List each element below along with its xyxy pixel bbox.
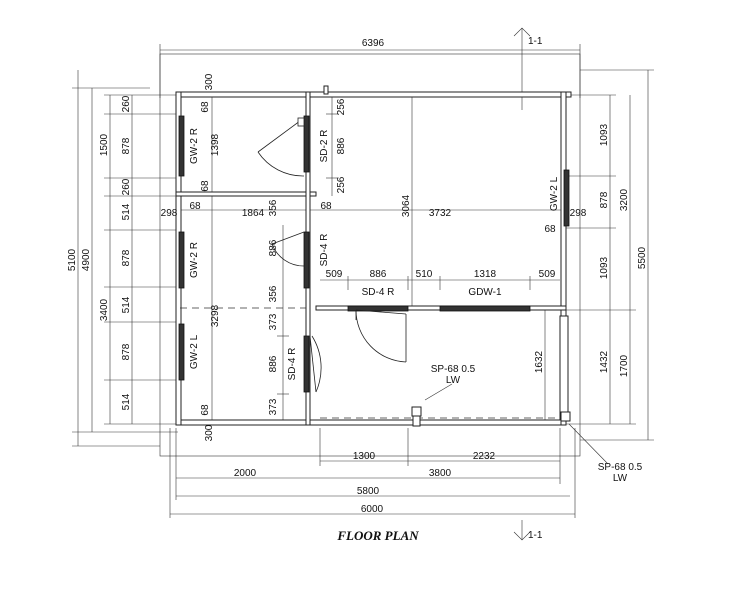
dim-300-top: 300 [204, 73, 215, 90]
label-lw-a: LW [446, 375, 461, 386]
dim-left-5100: 5100 [67, 248, 78, 271]
dim-3800: 3800 [429, 468, 452, 479]
dim-left-4900: 4900 [81, 248, 92, 271]
label-lw-b: LW [613, 473, 628, 484]
dim-356b: 356 [268, 285, 279, 302]
dim-68e: 68 [200, 404, 211, 416]
dim-2000: 2000 [234, 468, 257, 479]
dim-509b: 509 [539, 269, 556, 280]
sp68-post-a [411, 406, 422, 417]
label-sd2r: SD-2 R [319, 130, 330, 163]
label-sp68-a: SP-68 0.5 [431, 364, 476, 375]
dim-68f: 68 [544, 224, 556, 235]
element-labels: GW-2 R GW-2 R GW-2 L GW-2 L SD-2 R SD-4 … [189, 128, 643, 484]
support-posts [411, 383, 609, 465]
label-sd4r-c: SD-4 R [287, 348, 298, 381]
dim-3064: 3064 [401, 194, 412, 217]
dim-right-5500: 5500 [637, 246, 648, 269]
doors [257, 117, 407, 393]
drawing-title: FLOOR PLAN [336, 528, 419, 543]
dim-left-514b: 514 [121, 296, 132, 313]
label-gw2r-b: GW-2 R [189, 242, 200, 278]
window-sd4r-a [303, 231, 310, 289]
dim-top-6396: 6396 [362, 38, 385, 49]
dim-6000: 6000 [361, 504, 384, 515]
dim-left-260a: 260 [121, 95, 132, 112]
dim-68b: 68 [200, 180, 211, 192]
section-mark-top: 1-1 [528, 36, 543, 47]
dim-373a: 373 [268, 313, 279, 330]
dim-1300: 1300 [353, 451, 376, 462]
dim-298b: 298 [570, 208, 587, 219]
dim-1864: 1864 [242, 208, 265, 219]
dim-5800: 5800 [357, 486, 380, 497]
dim-right-1432: 1432 [599, 350, 610, 373]
dim-886b: 886 [268, 239, 279, 256]
label-sp68-b: SP-68 0.5 [598, 462, 643, 473]
dim-left-514a: 514 [121, 203, 132, 220]
dim-373b: 373 [268, 398, 279, 415]
dim-right-1093a: 1093 [599, 123, 610, 146]
window-gw2r-a [178, 115, 185, 177]
label-gw2l-a: GW-2 L [189, 334, 200, 369]
window-sd2r [303, 115, 310, 173]
dim-300-bot: 300 [204, 424, 215, 441]
dim-886a: 886 [336, 137, 347, 154]
dim-1398: 1398 [210, 133, 221, 156]
dim-left-1500: 1500 [99, 133, 110, 156]
window-sd4r-c [303, 335, 310, 393]
dim-left-878a: 878 [121, 137, 132, 154]
label-sd4r-b: SD-4 R [362, 287, 395, 298]
sp68-post-b [560, 411, 571, 422]
dim-356a: 356 [268, 199, 279, 216]
label-gdw1: GDW-1 [468, 287, 502, 298]
label-gw2r-a: GW-2 R [189, 128, 200, 164]
dim-510: 510 [416, 269, 433, 280]
dim-886d: 886 [268, 355, 279, 372]
dim-left-3400: 3400 [99, 298, 110, 321]
dim-2232: 2232 [473, 451, 496, 462]
window-gw2l-a [178, 323, 185, 381]
dim-right-3200: 3200 [619, 188, 630, 211]
dim-right-1700: 1700 [619, 354, 630, 377]
dim-left-260b: 260 [121, 178, 132, 195]
dim-298a: 298 [161, 208, 178, 219]
dim-right-878: 878 [599, 191, 610, 208]
dim-509a: 509 [326, 269, 343, 280]
dim-256a: 256 [336, 98, 347, 115]
label-gw2l-b: GW-2 L [549, 176, 560, 211]
dim-1318: 1318 [474, 269, 497, 280]
label-sd4r-a: SD-4 R [319, 234, 330, 267]
dim-886c: 886 [370, 269, 387, 280]
dim-256b: 256 [336, 176, 347, 193]
window-gw2l-b [563, 169, 570, 227]
dim-left-878c: 878 [121, 343, 132, 360]
dimension-texts: 6396 1-1 1-1 1300 2232 2000 3800 5800 60… [67, 36, 648, 541]
window-sd4r-b [347, 305, 409, 312]
window-gw2r-b [178, 231, 185, 289]
dim-3298: 3298 [210, 304, 221, 327]
dimension-lines [72, 27, 654, 541]
dim-left-514c: 514 [121, 393, 132, 410]
walls [175, 85, 572, 427]
section-mark-bottom: 1-1 [528, 530, 543, 541]
dim-3732: 3732 [429, 208, 452, 219]
windows [178, 115, 570, 393]
dim-68d: 68 [320, 201, 332, 212]
dim-1632: 1632 [534, 350, 545, 373]
window-gdw1 [439, 305, 531, 312]
dim-68a: 68 [200, 101, 211, 113]
dim-right-1093b: 1093 [599, 256, 610, 279]
dim-68c: 68 [189, 201, 201, 212]
dim-left-878b: 878 [121, 249, 132, 266]
